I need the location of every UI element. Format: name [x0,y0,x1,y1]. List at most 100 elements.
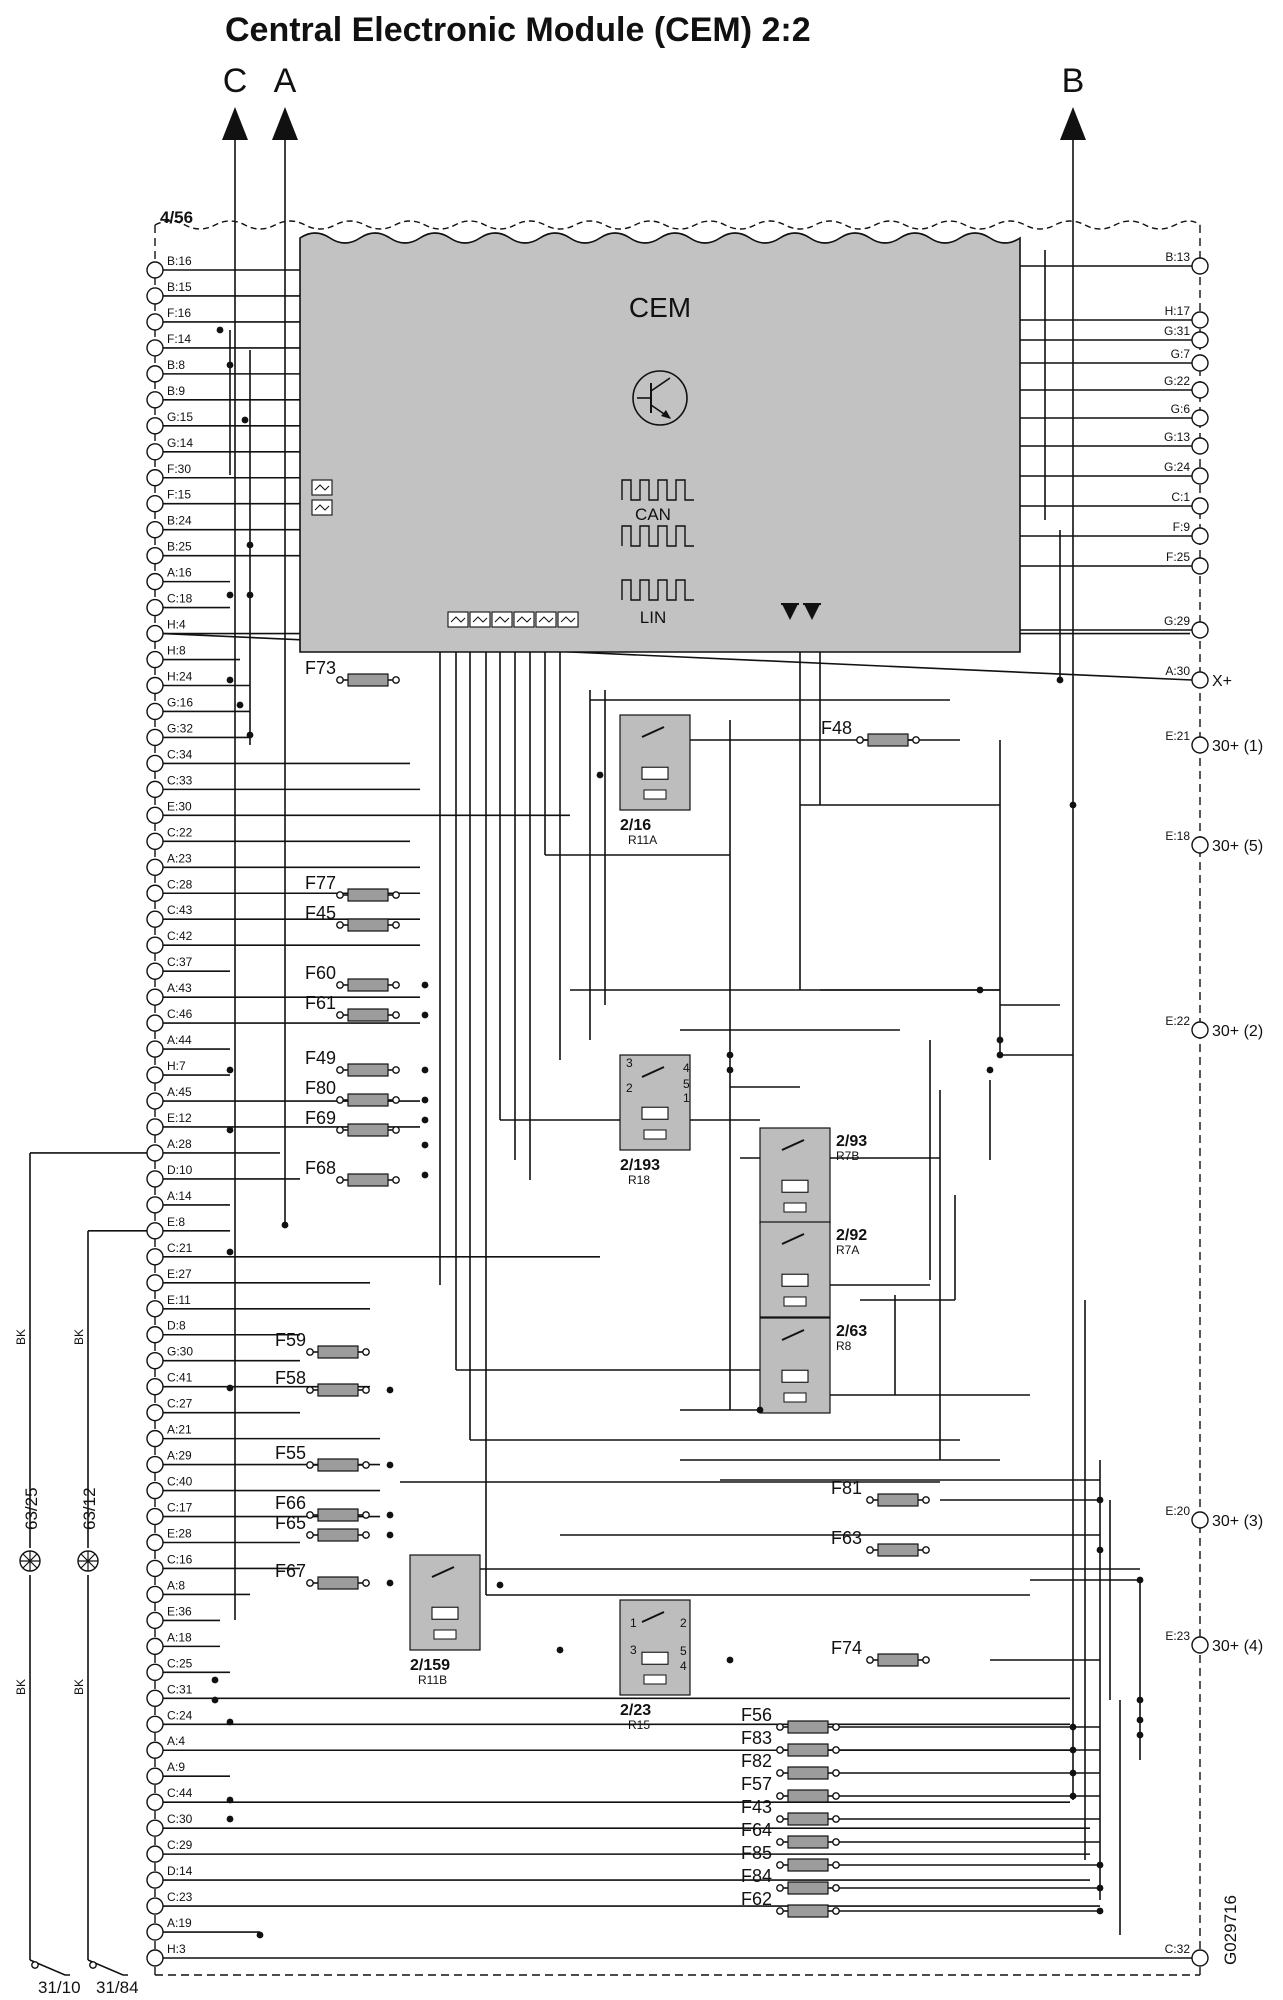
relay-switch-icon [781,1329,805,1341]
fuse-label: F57 [741,1774,772,1794]
fuse-terminal [832,1838,840,1846]
pin-ring [146,1559,164,1578]
fuse-terminal [776,1907,784,1915]
left-pin-label: C:43 [167,903,193,917]
relay-terminal-label: 5 [680,1644,687,1658]
relay-resistor-icon [643,789,667,800]
pin-ring [146,1845,164,1863]
right-pin-label: A:30 [1165,664,1190,678]
pin-ring [146,1949,164,1967]
fuse-icon [347,1008,389,1022]
left-pin-label: F:16 [167,306,191,320]
junction-dot [211,1696,219,1704]
fuse-icon [317,1508,359,1522]
fuse-terminal [912,736,920,744]
junction-dot [1136,1716,1144,1724]
pin-ring [146,339,164,357]
relay-id-label: 2/23 [620,1702,651,1719]
junction-dot [226,1066,234,1074]
junction-dot [1056,676,1064,684]
fuse-label: F48 [821,718,852,738]
fuse-icon [347,918,389,932]
arrow-up-icon [272,107,298,140]
left-pin-label: C:42 [167,929,193,943]
left-pin-label: A:8 [167,1578,185,1592]
junction-dot [421,1116,429,1124]
right-pin-label: E:18 [1165,829,1190,843]
pin-ring [1191,671,1209,689]
junction-dot [226,1796,234,1804]
right-pin-label: G:29 [1164,614,1190,628]
pin-ring [1191,354,1209,372]
pin-ring [146,1715,164,1733]
junction-dot [211,1676,219,1684]
relay-coil-icon [781,1273,809,1287]
pin-ring [146,1403,164,1422]
fuse-label: F73 [305,658,336,678]
left-pin-label: G:15 [167,410,193,424]
relay-name-label: R8 [836,1339,852,1353]
right-pin-label: G:13 [1164,430,1190,444]
left-pin-label: C:44 [167,1786,193,1800]
junction-dot [246,591,254,599]
pin-ring [146,1793,164,1811]
relay-switch-icon [781,1139,805,1151]
relay-name-label: R18 [628,1173,650,1187]
supply-label: X+ [1212,673,1232,690]
can-label: CAN [635,505,671,524]
pin-ring [146,572,164,591]
fuse-terminal [336,1066,344,1074]
junction-dot [1136,1731,1144,1739]
left-pin-label: A:23 [167,851,192,865]
left-pin-label: C:27 [167,1397,193,1411]
pin-ring [146,1144,164,1162]
right-pin-label: E:20 [1165,1504,1190,1518]
junction-dot [986,1066,994,1074]
pin-ring [146,1326,164,1344]
junction-dot [976,986,984,994]
right-pin-label: F:25 [1166,550,1190,564]
junction-dot [421,1171,429,1179]
fuse-label: F69 [305,1108,336,1128]
arrow-up-icon [1060,107,1086,140]
lin-label: LIN [640,608,666,627]
fuse-terminal [832,1907,840,1915]
arrow-label-b: B [1062,62,1085,100]
left-pin-label: F:14 [167,332,191,346]
fuse-label: F49 [305,1048,336,1068]
pin-ring [146,391,164,409]
fuse-terminal [922,1656,930,1664]
junction-dot [1096,1907,1104,1915]
relay-resistor-icon [783,1296,807,1307]
fuse-label: F83 [741,1728,772,1748]
junction-dot [226,1248,234,1256]
pin-ring [146,1871,164,1889]
fuse-terminal [832,1746,840,1754]
left-pin-label: A:28 [167,1137,192,1151]
right-pin-label: C:32 [1165,1942,1191,1956]
pin-ring [1191,1511,1209,1529]
relay-coil-icon [641,766,669,780]
fuse-label: F81 [831,1478,862,1498]
pin-ring [146,962,164,980]
fuse-label: F77 [305,873,336,893]
junction-dot [1069,1723,1077,1731]
pin-ring [146,1274,164,1292]
junction-dot [726,1051,734,1059]
left-pin-label: C:40 [167,1475,193,1489]
relay-id-label: 2/92 [836,1227,867,1244]
left-pin-label: C:22 [167,825,193,839]
left-pin-label: A:43 [167,981,192,995]
junction-dot [236,701,244,709]
junction-dot [556,1646,564,1654]
fuse-label: F66 [275,1493,306,1513]
junction-dot [246,541,254,549]
pin-ring [1191,381,1209,399]
junction-dot [1069,801,1077,809]
pin-ring [146,624,164,643]
left-pin-label: E:30 [167,799,192,813]
pin-ring [146,1170,164,1188]
fuse-terminal [306,1511,314,1519]
